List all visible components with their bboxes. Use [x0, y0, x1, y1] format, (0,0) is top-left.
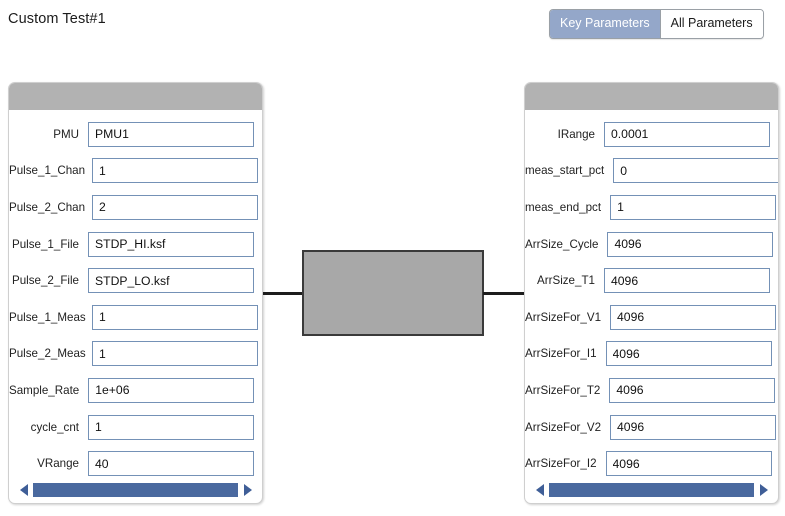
- field-row: meas_start_pct: [525, 153, 778, 190]
- right-panel-horizontal-scrollbar[interactable]: [533, 482, 770, 497]
- device-block[interactable]: [302, 250, 484, 336]
- scroll-right-arrow-icon[interactable]: [241, 482, 254, 497]
- tab-key-parameters[interactable]: Key Parameters: [550, 10, 660, 38]
- field-label-pulse-1-file: Pulse_1_File: [11, 237, 79, 251]
- field-label-pulse-2-chan: Pulse_2_Chan: [9, 200, 86, 214]
- field-input-arrsizefor-v2[interactable]: [610, 414, 777, 440]
- field-label-arrsizefor-t2: ArrSizeFor_T2: [525, 383, 601, 397]
- field-label-irange: IRange: [557, 127, 595, 141]
- scrollbar-track[interactable]: [549, 482, 754, 497]
- left-parameter-panel: PMU Pulse_1_Chan Pulse_2_Chan Pulse_1_Fi…: [8, 82, 263, 504]
- right-panel-header: [525, 83, 778, 110]
- field-row: IRange: [525, 116, 778, 153]
- field-label-sample-rate: Sample_Rate: [9, 383, 80, 397]
- field-row: ArrSizeFor_I2: [525, 445, 778, 482]
- parameter-view-toggle[interactable]: Key Parameters All Parameters: [549, 9, 764, 39]
- field-input-arrsizefor-i1[interactable]: [605, 341, 772, 367]
- field-label-pulse-2-meas: Pulse_2_Meas: [9, 347, 86, 361]
- field-row: Pulse_1_Chan: [9, 153, 262, 190]
- right-panel-body: IRange meas_start_pct meas_end_pct ArrSi…: [525, 110, 778, 484]
- field-row: Pulse_1_File: [9, 226, 262, 263]
- scrollbar-track[interactable]: [33, 482, 238, 497]
- scrollbar-thumb[interactable]: [549, 482, 754, 497]
- field-input-arrsize-t1[interactable]: [604, 268, 770, 294]
- field-input-arrsizefor-v1[interactable]: [610, 304, 777, 330]
- field-label-arrsize-cycle: ArrSize_Cycle: [525, 237, 599, 251]
- field-row: ArrSize_T1: [525, 262, 778, 299]
- scroll-left-arrow-icon[interactable]: [17, 482, 30, 497]
- field-row: VRange: [9, 445, 262, 482]
- field-row: PMU: [9, 116, 262, 153]
- field-input-cycle-cnt[interactable]: [88, 414, 254, 440]
- field-label-pulse-1-chan: Pulse_1_Chan: [9, 164, 86, 178]
- left-panel-header: [9, 83, 262, 110]
- field-label-arrsizefor-i2: ArrSizeFor_I2: [525, 457, 597, 471]
- field-input-pulse-2-file[interactable]: [88, 268, 254, 294]
- field-label-arrsizefor-i1: ArrSizeFor_I1: [525, 347, 597, 361]
- field-label-arrsizefor-v1: ArrSizeFor_V1: [525, 310, 602, 324]
- field-row: ArrSizeFor_T2: [525, 372, 778, 409]
- field-input-pmu[interactable]: [88, 121, 254, 147]
- field-row: Pulse_2_Chan: [9, 189, 262, 226]
- field-input-pulse-1-meas[interactable]: [92, 304, 258, 330]
- scroll-right-arrow-icon[interactable]: [757, 482, 770, 497]
- field-row: ArrSizeFor_V1: [525, 299, 778, 336]
- field-row: ArrSize_Cycle: [525, 226, 778, 263]
- field-row: Pulse_1_Meas: [9, 299, 262, 336]
- field-row: cycle_cnt: [9, 409, 262, 446]
- connector-line-right: [483, 292, 525, 295]
- field-input-arrsizefor-i2[interactable]: [605, 451, 772, 477]
- connector-line-left: [263, 292, 304, 295]
- field-input-pulse-1-file[interactable]: [88, 231, 254, 257]
- field-row: Pulse_2_File: [9, 262, 262, 299]
- field-label-arrsize-t1: ArrSize_T1: [537, 274, 595, 288]
- field-input-sample-rate[interactable]: [88, 377, 255, 403]
- field-row: Sample_Rate: [9, 372, 262, 409]
- field-label-arrsizefor-v2: ArrSizeFor_V2: [525, 420, 602, 434]
- field-input-pulse-1-chan[interactable]: [92, 158, 258, 184]
- field-label-pulse-1-meas: Pulse_1_Meas: [9, 310, 86, 324]
- field-input-meas-end-pct[interactable]: [610, 194, 777, 220]
- device-diagram: [263, 240, 525, 346]
- scrollbar-thumb[interactable]: [33, 482, 238, 497]
- field-label-meas-start-pct: meas_start_pct: [525, 164, 605, 178]
- left-panel-horizontal-scrollbar[interactable]: [17, 482, 254, 497]
- field-input-meas-start-pct[interactable]: [613, 158, 778, 184]
- field-input-arrsizefor-t2[interactable]: [609, 377, 776, 403]
- field-label-cycle-cnt: cycle_cnt: [30, 420, 79, 434]
- field-label-pmu: PMU: [53, 127, 79, 141]
- field-label-pulse-2-file: Pulse_2_File: [11, 274, 79, 288]
- right-parameter-panel: IRange meas_start_pct meas_end_pct ArrSi…: [524, 82, 779, 504]
- field-label-vrange: VRange: [37, 457, 79, 471]
- scroll-left-arrow-icon[interactable]: [533, 482, 546, 497]
- field-label-meas-end-pct: meas_end_pct: [525, 200, 602, 214]
- field-input-pulse-2-meas[interactable]: [92, 341, 258, 367]
- field-row: ArrSizeFor_V2: [525, 409, 778, 446]
- field-input-pulse-2-chan[interactable]: [92, 194, 258, 220]
- field-row: ArrSizeFor_I1: [525, 336, 778, 373]
- field-input-vrange[interactable]: [88, 451, 254, 477]
- left-panel-body: PMU Pulse_1_Chan Pulse_2_Chan Pulse_1_Fi…: [9, 110, 262, 484]
- field-input-irange[interactable]: [604, 121, 770, 147]
- field-row: meas_end_pct: [525, 189, 778, 226]
- field-row: Pulse_2_Meas: [9, 336, 262, 373]
- tab-all-parameters[interactable]: All Parameters: [659, 10, 763, 38]
- field-input-arrsize-cycle[interactable]: [607, 231, 774, 257]
- page-title: Custom Test#1: [8, 11, 106, 27]
